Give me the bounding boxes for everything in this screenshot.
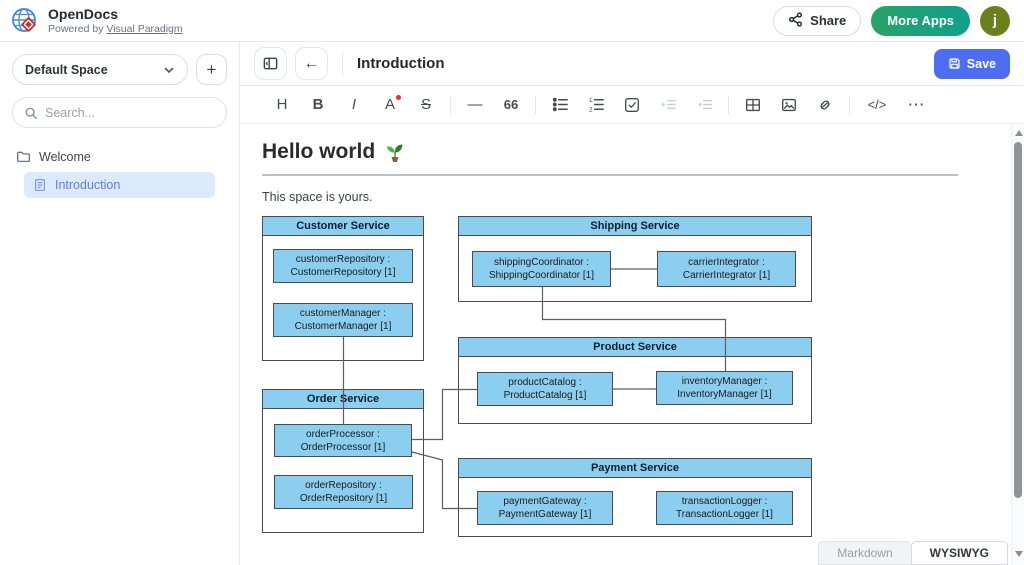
format-divider (450, 95, 451, 114)
scroll-up-arrow[interactable] (1015, 130, 1023, 136)
service-box-customer: Customer Service (262, 216, 424, 361)
image-icon (782, 98, 796, 111)
service-title: Shipping Service (459, 217, 811, 236)
link-icon (820, 99, 830, 110)
visual-paradigm-link[interactable]: Visual Paradigm (106, 22, 183, 35)
space-selector-label: Default Space (25, 62, 108, 77)
code-button[interactable]: </> (867, 97, 887, 112)
blockquote-button[interactable]: 66 (503, 97, 519, 112)
share-icon (788, 11, 803, 30)
component-orderRepository: orderRepository : OrderRepository [1] (274, 475, 413, 509)
font-color-dot (396, 94, 401, 100)
document-body[interactable]: Hello world This space is yours. Custome… (240, 124, 1024, 538)
add-page-button[interactable]: + (196, 54, 227, 85)
table-icon (746, 98, 760, 111)
space-selector[interactable]: Default Space (12, 54, 188, 85)
back-arrow-icon: ← (303, 54, 320, 72)
outdent-icon (697, 99, 712, 110)
vertical-scrollbar[interactable] (1011, 124, 1024, 565)
bullet-list-button[interactable] (548, 91, 572, 119)
sidebar-item-introduction[interactable]: Introduction (24, 172, 215, 198)
format-divider (849, 95, 850, 114)
brand-text: OpenDocs Powered by Visual Paradigm (48, 6, 183, 34)
editor-mode-toggle: Markdown WYSIWYG (818, 541, 1008, 565)
tab-wysiwyg[interactable]: WYSIWYG (910, 541, 1008, 565)
chevron-down-icon (164, 67, 174, 73)
search-input[interactable] (45, 105, 215, 120)
checklist-button[interactable] (620, 91, 644, 119)
back-button[interactable]: ← (295, 47, 328, 80)
document-icon (35, 178, 45, 192)
format-divider (535, 95, 536, 114)
app-name: OpenDocs (48, 6, 119, 23)
svg-text:1: 1 (588, 97, 592, 104)
opendocs-logo-icon (10, 6, 40, 36)
app-header: OpenDocs Powered by Visual Paradigm Shar… (0, 0, 1024, 42)
bullet-list-icon (552, 97, 568, 112)
component-orderProcessor: orderProcessor : OrderProcessor [1] (274, 424, 412, 457)
heading-button[interactable]: H (276, 96, 288, 113)
search-box[interactable] (12, 97, 227, 128)
table-button[interactable] (741, 91, 765, 119)
document-heading[interactable]: Hello world (262, 140, 984, 164)
ordered-list-icon: 12 (588, 97, 604, 114)
image-button[interactable] (777, 91, 801, 119)
heading-rule (262, 174, 958, 176)
format-divider (728, 95, 729, 114)
collapse-sidebar-icon (263, 57, 278, 70)
component-inventoryManager: inventoryManager : InventoryManager [1] (656, 371, 793, 405)
more-apps-button[interactable]: More Apps (871, 5, 970, 36)
powered-by: Powered by Visual Paradigm (48, 22, 183, 35)
doc-toolbar: ← Introduction Save (240, 42, 1024, 86)
more-options-button[interactable]: ⋯ (907, 94, 925, 114)
seedling-emoji (387, 144, 403, 162)
scroll-down-arrow[interactable] (1015, 551, 1023, 557)
toolbar-divider (342, 52, 343, 75)
search-icon (25, 107, 37, 119)
service-title: Product Service (459, 338, 811, 357)
editor-area: Hello world This space is yours. Custome… (240, 124, 1024, 565)
service-box-order: Order Service (262, 389, 424, 533)
scrollbar-thumb[interactable] (1014, 142, 1022, 498)
strikethrough-button[interactable]: S (420, 96, 431, 113)
font-color-button[interactable]: A (378, 91, 402, 119)
component-customerRepository: customerRepository : CustomerRepository … (273, 249, 413, 283)
outdent-button[interactable] (692, 91, 716, 119)
uml-component-diagram[interactable]: Customer Service Shipping Service Produc… (262, 216, 814, 538)
horizontal-rule-button[interactable]: — (467, 96, 483, 113)
sidebar-item-label: Welcome (39, 149, 91, 164)
page-title: Introduction (357, 55, 445, 72)
component-transactionLogger: transactionLogger : TransactionLogger [1… (656, 491, 793, 525)
checklist-icon (625, 97, 639, 112)
save-icon (949, 58, 960, 69)
tab-markdown[interactable]: Markdown (818, 541, 911, 565)
save-button[interactable]: Save (933, 48, 1010, 79)
sidebar: Default Space + Welcome Introduction (0, 42, 240, 565)
intro-paragraph[interactable]: This space is yours. (262, 190, 373, 204)
component-customerManager: customerManager : CustomerManager [1] (273, 303, 413, 337)
collapse-sidebar-button[interactable] (254, 47, 287, 80)
service-title: Payment Service (459, 459, 811, 478)
svg-text:2: 2 (588, 107, 592, 114)
user-avatar[interactable]: j (980, 5, 1010, 36)
indent-icon (661, 99, 676, 110)
component-carrierIntegrator: carrierIntegrator : CarrierIntegrator [1… (657, 251, 796, 287)
folder-icon (17, 151, 30, 163)
sidebar-item-label: Introduction (55, 178, 121, 192)
share-button[interactable]: Share (773, 5, 862, 36)
indent-button[interactable] (656, 91, 680, 119)
component-paymentGateway: paymentGateway : PaymentGateway [1] (477, 491, 613, 525)
sidebar-item-welcome[interactable]: Welcome (0, 144, 239, 169)
bold-button[interactable]: B (312, 96, 324, 113)
component-shippingCoordinator: shippingCoordinator : ShippingCoordinato… (472, 251, 611, 287)
component-productCatalog: productCatalog : ProductCatalog [1] (477, 372, 613, 406)
service-title: Customer Service (263, 217, 423, 236)
service-title: Order Service (263, 390, 423, 409)
italic-button[interactable]: I (351, 96, 357, 113)
link-button[interactable] (813, 91, 837, 119)
